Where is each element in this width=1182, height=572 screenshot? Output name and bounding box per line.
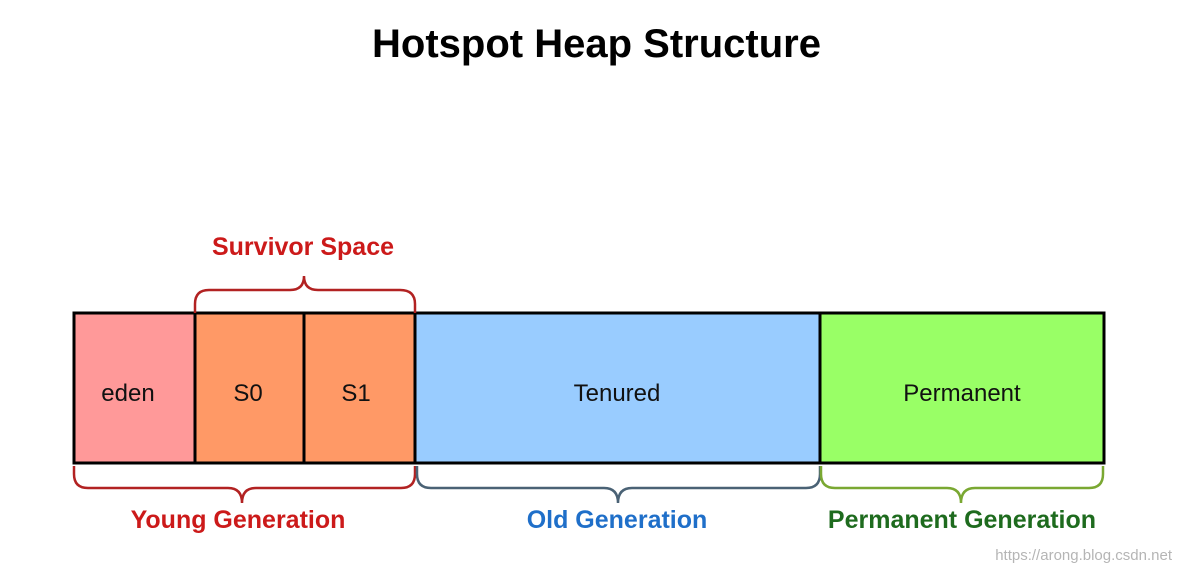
old-generation-brace [415,466,822,504]
young-generation-label: Young Generation [131,506,346,534]
diagram-title: Hotspot Heap Structure [372,22,821,66]
segment-label-tenured: Tenured [574,380,661,407]
survivor-space-label: Survivor Space [212,233,394,261]
segment-label-s1: S1 [341,380,370,407]
segment-label-s0: S0 [233,380,262,407]
permanent-generation-label: Permanent Generation [828,506,1096,534]
segment-s0 [193,311,306,465]
young-generation-brace [72,466,417,504]
permanent-generation-brace [819,466,1105,504]
watermark-text: https://arong.blog.csdn.net [995,547,1172,564]
segment-permanent [818,311,1106,465]
segment-tenured [413,311,822,465]
segment-label-eden: eden [101,380,154,407]
old-generation-label: Old Generation [527,506,708,534]
segment-s1 [302,311,417,465]
segment-label-permanent: Permanent [903,380,1021,407]
segment-eden [72,311,197,465]
survivor-space-brace [193,275,417,313]
